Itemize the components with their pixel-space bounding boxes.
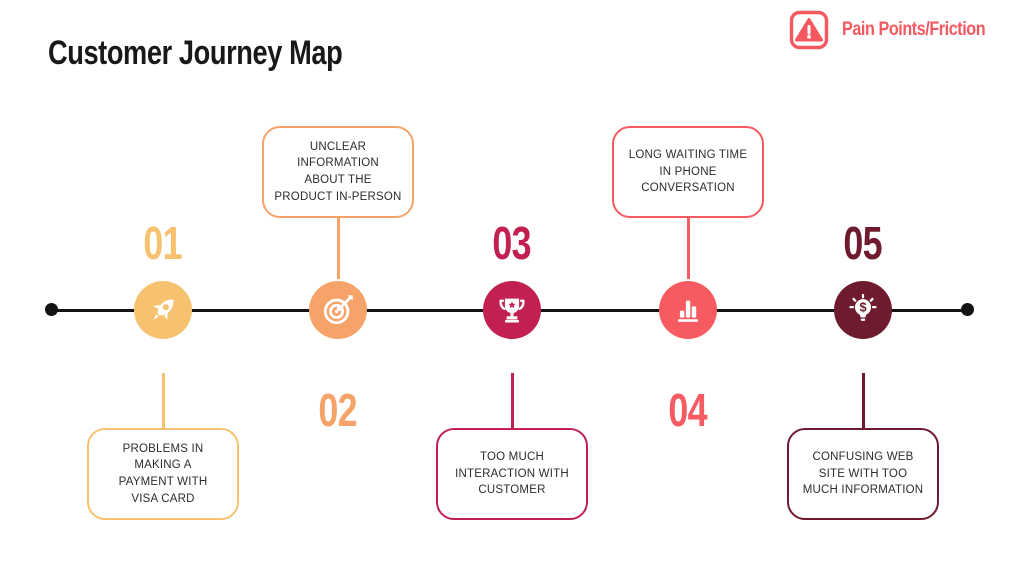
connector-line bbox=[337, 218, 340, 279]
callout-box: TOO MUCH INTERACTION WITH CUSTOMER bbox=[436, 428, 588, 520]
bar-chart-icon bbox=[659, 281, 717, 339]
callout-box: CONFUSING WEB SITE WITH TOO MUCH INFORMA… bbox=[787, 428, 939, 520]
callout-text: LONG WAITING TIME IN PHONE CONVERSATION bbox=[628, 148, 748, 195]
connector-line bbox=[862, 373, 865, 429]
page-title: Customer Journey Map bbox=[48, 34, 343, 72]
callout-box: PROBLEMS IN MAKING A PAYMENT WITH VISA C… bbox=[87, 428, 239, 520]
timeline-start-dot bbox=[45, 303, 58, 316]
step-number: 01 bbox=[143, 217, 183, 269]
callout-text: CONFUSING WEB SITE WITH TOO MUCH INFORMA… bbox=[802, 450, 924, 497]
callout-box: UNCLEAR INFORMATION ABOUT THE PRODUCT IN… bbox=[262, 126, 414, 218]
step-number: 03 bbox=[492, 217, 532, 269]
step-number: 05 bbox=[843, 217, 883, 269]
step-number: 04 bbox=[668, 384, 708, 436]
target-icon bbox=[309, 281, 367, 339]
legend-label: Pain Points/Friction bbox=[841, 19, 986, 40]
rocket-icon bbox=[134, 281, 192, 339]
callout-text: PROBLEMS IN MAKING A PAYMENT WITH VISA C… bbox=[118, 442, 208, 505]
journey-step-2: UNCLEAR INFORMATION ABOUT THE PRODUCT IN… bbox=[258, 0, 418, 574]
journey-step-3: 03 TOO MUCH INTERACTION WITH CUSTOMER bbox=[432, 0, 592, 574]
callout-text: TOO MUCH INTERACTION WITH CUSTOMER bbox=[455, 450, 569, 497]
callout-text: UNCLEAR INFORMATION ABOUT THE PRODUCT IN… bbox=[274, 140, 402, 203]
trophy-icon bbox=[483, 281, 541, 339]
connector-line bbox=[162, 373, 165, 429]
legend: Pain Points/Friction bbox=[788, 9, 1010, 51]
callout-box: LONG WAITING TIME IN PHONE CONVERSATION bbox=[612, 126, 764, 218]
timeline-end-dot bbox=[961, 303, 974, 316]
connector-line bbox=[511, 373, 514, 429]
svg-text:$: $ bbox=[859, 300, 866, 315]
journey-step-5: 05 $ CONFUSING WEB SITE WITH TOO MUCH IN… bbox=[783, 0, 943, 574]
lightbulb-dollar-icon: $ bbox=[834, 281, 892, 339]
warning-triangle-icon bbox=[788, 9, 830, 51]
journey-step-1: 01 PROBLEMS IN MAKING A PAYMENT WITH VIS… bbox=[83, 0, 243, 574]
connector-line bbox=[687, 218, 690, 279]
step-number: 02 bbox=[318, 384, 358, 436]
journey-step-4: LONG WAITING TIME IN PHONE CONVERSATION … bbox=[608, 0, 768, 574]
